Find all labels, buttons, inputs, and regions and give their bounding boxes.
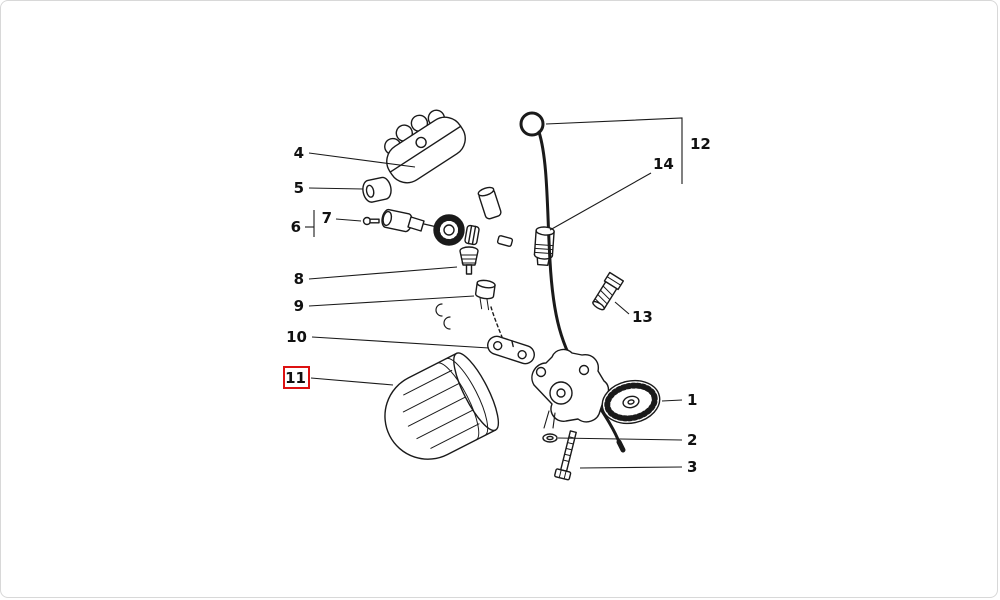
part-label-7: 7 (322, 209, 332, 227)
highlight-box-part-11 (283, 366, 310, 389)
part-label-2: 2 (687, 431, 697, 449)
leader-line-10 (311, 336, 490, 349)
distributor-cap-icon (384, 109, 466, 184)
valve-stem (490, 306, 503, 338)
leader-line-8 (308, 266, 458, 280)
washer-icon (542, 433, 558, 443)
part-label-3: 3 (687, 458, 697, 476)
part-label-1: 1 (687, 391, 697, 409)
oil-filter-icon (384, 352, 500, 460)
part-label-14: 14 (653, 155, 674, 173)
housing-ghost-marks (435, 303, 451, 330)
pump-gear-icon (601, 379, 661, 425)
gasket-icon (487, 335, 535, 365)
leader-line-13 (614, 301, 630, 315)
leader-line-7 (335, 218, 362, 222)
part-label-9: 9 (294, 297, 304, 315)
valve-icon (474, 279, 496, 311)
leader-line-5 (308, 187, 364, 190)
leader-line-12 (545, 117, 683, 184)
canister-icon (533, 226, 555, 267)
part-label-5: 5 (294, 179, 304, 197)
leader-line-2 (557, 437, 683, 441)
leader-line-3 (579, 466, 683, 469)
part-label-8: 8 (294, 270, 304, 288)
leader-line-11 (310, 377, 394, 386)
drive-gear-icon (459, 246, 479, 275)
part-label-13: 13 (632, 308, 653, 326)
leader-line-14 (549, 172, 652, 231)
drive-shaft (381, 186, 514, 247)
leader-line-9 (308, 295, 475, 307)
part-label-4: 4 (294, 144, 304, 162)
screw-icon (362, 216, 380, 226)
fitting-icon (592, 271, 625, 311)
part-label-10: 10 (286, 328, 307, 346)
bushing-icon (362, 176, 392, 203)
oil-pump-body (531, 348, 610, 429)
leader-line-4 (308, 152, 416, 168)
part-label-12: 12 (690, 135, 711, 153)
bolt-icon (554, 430, 577, 481)
part-label-11: 11 (285, 369, 306, 387)
part-label-6: 6 (291, 218, 301, 236)
leader-line-1 (661, 399, 683, 402)
